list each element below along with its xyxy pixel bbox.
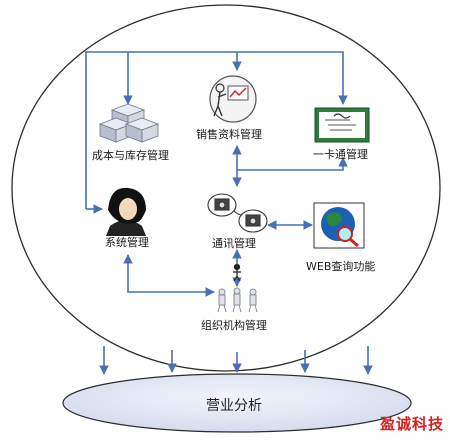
- telephone-icon: [207, 193, 268, 233]
- business-analysis-ellipse: [62, 373, 412, 433]
- globe-icon: [313, 202, 365, 249]
- connection-lines: [85, 51, 373, 375]
- brand-name: 盈诚科技: [380, 415, 445, 433]
- node-organization-label: 组织机构管理: [201, 319, 267, 332]
- node-sales-data-label: 销售资料管理: [196, 128, 262, 141]
- person-icon: [106, 187, 146, 236]
- node-cost-inventory-label: 成本与库存管理: [92, 149, 169, 162]
- system-boundary-circle: [11, 4, 441, 372]
- card-icon: [314, 107, 370, 143]
- sales-chart-icon: [209, 75, 257, 123]
- node-communication-label: 通讯管理: [212, 237, 256, 250]
- people-group-icon: [217, 287, 258, 313]
- node-web-query-label: WEB查询功能: [306, 260, 376, 273]
- small-person-icon: [233, 263, 241, 282]
- business-analysis-label: 营业分析: [206, 398, 262, 414]
- node-system-label: 系统管理: [105, 236, 149, 249]
- boxes-icon: [98, 103, 160, 143]
- node-one-card-label: 一卡通管理: [313, 148, 368, 161]
